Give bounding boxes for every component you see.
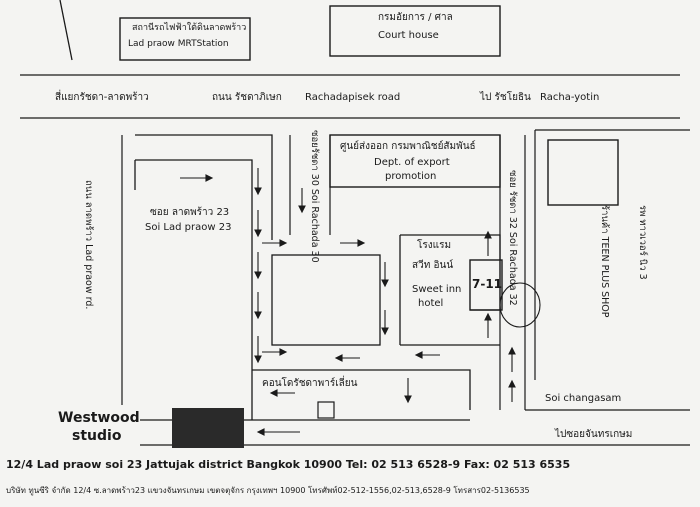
hotel-label-en-2: hotel bbox=[418, 298, 444, 309]
to-chankasem-label: ไปซอยจันทรเกษม bbox=[555, 429, 633, 440]
soi30-label: ซอยรัชดา 30 Soi Rachada 30 bbox=[309, 130, 320, 263]
condo-box bbox=[317, 401, 335, 419]
inner-block bbox=[271, 254, 381, 346]
export-label-th: ศูนย์ส่งออก กรมพาณิชย์สัมพันธ์ bbox=[340, 141, 476, 152]
seven-eleven-box bbox=[469, 259, 503, 311]
seven-eleven-label: 7-11 bbox=[472, 277, 503, 291]
export-label-en-1: Dept. of export bbox=[374, 157, 450, 168]
rachadapisek-en-label: Rachadapisek road bbox=[305, 92, 401, 103]
teen-plus-label: ร้านค้า TEEN PLUS SHOP bbox=[599, 205, 610, 318]
to-rachayotin-th-label: ไป รัชโยธิน bbox=[480, 92, 531, 103]
changasam-label: Soi changasam bbox=[545, 393, 622, 404]
ladprao-road-label: ถนน ลาดพร้าว Lad praow rd. bbox=[83, 180, 94, 310]
lower-road-top bbox=[252, 369, 471, 410]
mrt-station-box bbox=[119, 17, 251, 61]
hotel-label-en-1: Sweet inn bbox=[412, 284, 462, 295]
block-top-left bbox=[135, 134, 273, 240]
westwood-sign-label: รพ ทาวเวอร์ นิว 3 bbox=[637, 205, 648, 280]
mrt-label-en: Lad praow MRTStation bbox=[128, 39, 229, 49]
diagonal-road bbox=[59, 0, 73, 61]
intersection-label: สี่แยกรัชดา-ลาดพร้าว bbox=[55, 92, 149, 103]
court-label-th: กรมอัยการ / ศาล bbox=[378, 12, 453, 23]
mrt-label-th: สถานีรถไฟฟ้าใต้ดินลาดพร้าว bbox=[132, 23, 247, 33]
studio-label-1: Westwood bbox=[58, 410, 140, 426]
studio-label-2: studio bbox=[72, 428, 122, 444]
condo-label: คอนโดรัชดาพาร์เลี่ยน bbox=[262, 378, 358, 389]
rachadapisek-th-label: ถนน รัชดาภิเษก bbox=[212, 92, 282, 103]
footer-address-th: บริษัท ทูนซีริ จำกัด 12/4 ซ.ลาดพร้าว23 แ… bbox=[6, 486, 530, 495]
soi32-label: ซอย รัชดา 32 Soi Rachada 32 bbox=[507, 170, 518, 306]
footer-address-en: 12/4 Lad praow soi 23 Jattujak district … bbox=[6, 458, 571, 471]
soi23-edge bbox=[135, 159, 253, 420]
soi23-label-th: ซอย ลาดพร้าว 23 bbox=[150, 207, 230, 218]
export-label-en-2: promotion bbox=[385, 171, 437, 182]
direction-arrows bbox=[180, 168, 516, 436]
court-label-en: Court house bbox=[378, 30, 439, 41]
hotel-label-th-1: โรงแรม bbox=[417, 240, 452, 251]
highlight-circle bbox=[499, 282, 541, 328]
right-building-box bbox=[547, 139, 619, 206]
westwood-studio-block bbox=[172, 408, 244, 448]
court-house-box bbox=[329, 5, 501, 57]
hotel-label-th-2: สวีท อินน์ bbox=[412, 260, 454, 271]
soi23-label-en: Soi Lad praow 23 bbox=[145, 222, 232, 233]
to-rachayotin-en-label: Racha-yotin bbox=[540, 92, 600, 103]
